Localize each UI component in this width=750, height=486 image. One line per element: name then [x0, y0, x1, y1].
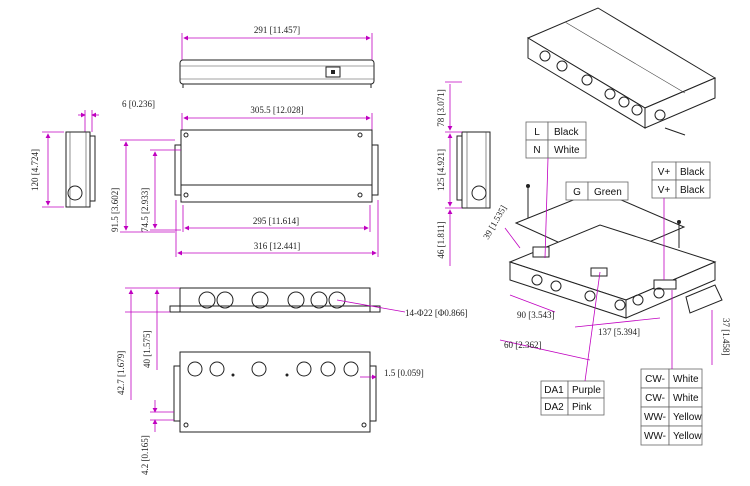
- output-color-1: White: [673, 374, 699, 385]
- left-side-view: 6 [0.236] 120 [4.724]: [30, 99, 155, 208]
- knockout-side-view: 14-Φ22 [Φ0.866] 42.7 [1.679] 40 [1.575]: [116, 287, 468, 400]
- v-color-2: Black: [680, 185, 705, 196]
- dimming-color-1: Purple: [572, 385, 601, 396]
- dim-front-width: 305.5 [12.028]: [250, 105, 303, 115]
- table-v: V+ Black V+ Black: [651, 161, 711, 280]
- ground-color: Green: [594, 187, 622, 198]
- v-term-1: V+: [658, 167, 671, 178]
- isometric-open-view: 39 [1.535] 90 [3.543] 60 [2.362] 137 [5.…: [481, 184, 731, 365]
- v-color-1: Black: [680, 167, 705, 178]
- dim-side-height: 120 [4.724]: [30, 149, 40, 191]
- dimming-color-2: Pink: [572, 402, 592, 413]
- dim-top-width: 291 [11.457]: [254, 25, 300, 35]
- dim-iso-d: 137 [5.394]: [598, 327, 640, 337]
- line-term-2: N: [533, 145, 540, 156]
- v-term-2: V+: [658, 185, 671, 196]
- dim-right-side-mid: 125 [4.921]: [436, 149, 446, 191]
- line-term-1: L: [534, 127, 540, 138]
- bottom-plan-view: 1.5 [0.059] 4.2 [0.165]: [140, 351, 424, 475]
- dim-iso-e: 37 [1.458]: [721, 318, 731, 356]
- dimming-term-1: DA1: [544, 385, 564, 396]
- dim-iso-c: 60 [2.362]: [504, 340, 542, 350]
- table-dimming: DA1 Purple DA2 Pink: [540, 271, 605, 416]
- dim-bottom-h2: 40 [1.575]: [142, 331, 152, 369]
- output-color-2: White: [673, 393, 699, 404]
- line-color-2: White: [554, 145, 580, 156]
- right-side-view: 78 [3.071] 125 [4.921] 46 [1.811]: [436, 81, 491, 266]
- dim-knockouts: 14-Φ22 [Φ0.866]: [405, 308, 468, 318]
- dim-flange: 1.5 [0.059]: [384, 368, 424, 378]
- ground-term: G: [573, 187, 581, 198]
- output-term-4: WW-: [644, 431, 666, 442]
- dim-front-h1: 91.5 [3.602]: [110, 188, 120, 232]
- line-color-1: Black: [554, 127, 579, 138]
- dim-iso-a: 39 [1.535]: [481, 204, 508, 241]
- front-view: 305.5 [12.028] 295 [11.614] 316 [12.441]…: [110, 105, 379, 257]
- output-term-2: CW-: [645, 393, 665, 404]
- dim-iso-b: 90 [3.543]: [517, 310, 555, 320]
- output-color-3: Yellow: [673, 412, 702, 423]
- dimming-term-2: DA2: [544, 402, 564, 413]
- isometric-closed-view: [526, 7, 717, 136]
- dim-slot: 4.2 [0.165]: [140, 435, 150, 475]
- dim-front-total-width: 316 [12.441]: [254, 241, 301, 251]
- output-term-3: WW-: [644, 412, 666, 423]
- top-view: 291 [11.457]: [179, 25, 375, 88]
- dim-side-ear: 6 [0.236]: [122, 99, 155, 109]
- table-output: CW- White CW- White WW- Yellow WW- Yello…: [640, 290, 703, 446]
- dim-right-side-top: 78 [3.071]: [436, 89, 446, 127]
- dim-front-h2: 74.5 [2.933]: [140, 188, 150, 232]
- dim-front-inner-width: 295 [11.614]: [253, 216, 299, 226]
- dim-bottom-h1: 42.7 [1.679]: [116, 351, 126, 395]
- output-term-1: CW-: [645, 374, 665, 385]
- dim-right-side-bottom: 46 [1.811]: [436, 221, 446, 258]
- output-color-4: Yellow: [673, 431, 702, 442]
- table-line: L Black N White: [525, 121, 587, 259]
- table-ground: G Green: [565, 181, 629, 201]
